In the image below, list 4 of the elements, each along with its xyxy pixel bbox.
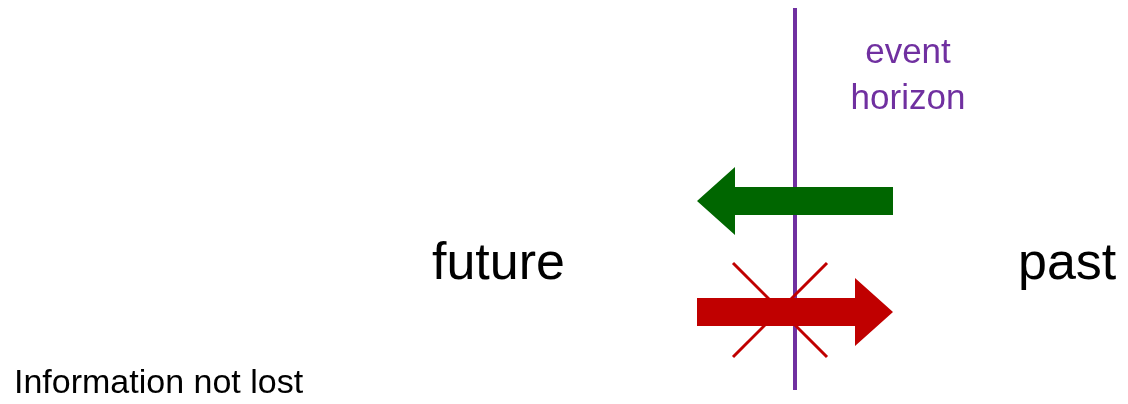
- time-label: past: [893, 160, 1125, 350]
- caption-text: Information not lost: [14, 364, 304, 398]
- event-horizon-label: event horizon: [849, 30, 967, 118]
- time-label: future: [432, 160, 697, 350]
